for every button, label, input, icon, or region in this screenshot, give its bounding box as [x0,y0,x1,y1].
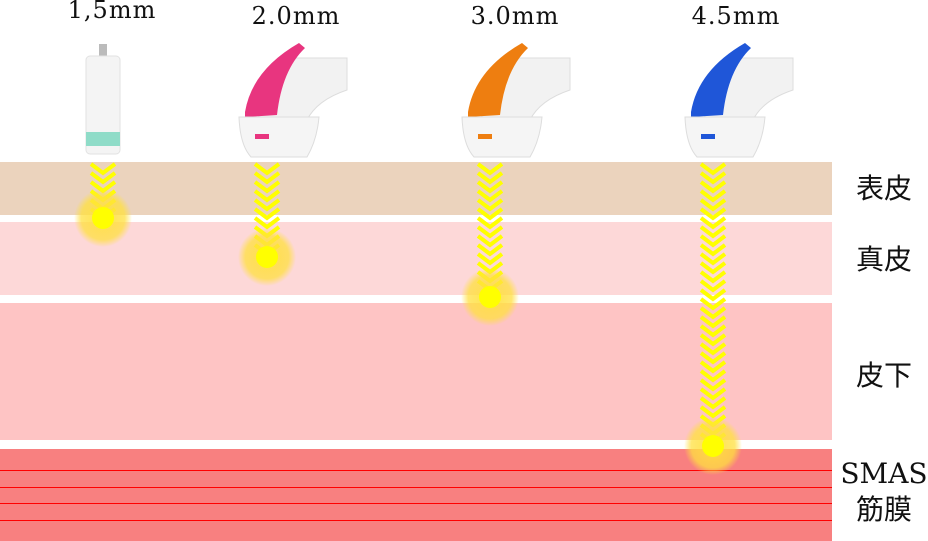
beam-3 [684,162,742,475]
chevron [253,189,281,203]
chevron [476,243,504,257]
chevron [476,189,504,203]
layer-dermis [0,222,832,295]
chevron [476,234,504,248]
transducer-2 [461,43,571,158]
transducer-0 [85,44,121,155]
label-epidermis: 表皮 [855,172,912,205]
chevron [699,207,727,221]
chevron [699,198,727,212]
chevron [699,270,727,284]
beam-2 [461,162,519,326]
chevron [699,387,727,401]
chevron [699,315,727,329]
chevron [699,351,727,365]
chevron [699,405,727,419]
label-smas-line2: 筋膜 [855,493,912,526]
transducer-1 [238,43,348,158]
chevron [699,369,727,383]
chevron [476,207,504,221]
depth-label-3-0: 3.0mm [470,2,560,30]
chevron [89,162,117,176]
chevron [253,216,281,230]
chevron [699,234,727,248]
label-subcutis: 皮下 [855,359,912,392]
focus-point [479,286,501,308]
chevron [476,252,504,266]
chevron [699,396,727,410]
chevron [699,162,727,176]
chevron [699,243,727,257]
label-smas-line1: SMAS [840,457,928,490]
chevron [476,162,504,176]
chevron [253,207,281,221]
chevron [253,180,281,194]
chevron [476,198,504,212]
beam-0 [74,162,132,247]
chevron [476,171,504,185]
chevron [253,198,281,212]
chevron [699,225,727,239]
focus-point [256,246,278,268]
depth-label-2-0: 2.0mm [251,2,341,30]
chevron [699,288,727,302]
chevron [476,180,504,194]
chevron [699,180,727,194]
chevron [699,378,727,392]
chevron [699,252,727,266]
chevron [699,324,727,338]
chevron [699,360,727,374]
chevron [699,306,727,320]
chevron [476,216,504,230]
label-dermis: 真皮 [855,243,912,276]
chevron [476,225,504,239]
transducer-3 [684,43,794,158]
chevron [253,162,281,176]
chevron [699,216,727,230]
chevron [89,171,117,185]
chevron [699,261,727,275]
layer-epidermis [0,162,832,215]
chevron [699,297,727,311]
chevron [699,279,727,293]
depth-label-4-5: 4.5mm [691,2,781,30]
chevron [699,189,727,203]
focus-point [702,435,724,457]
beam-1 [238,162,296,286]
focus-point [92,207,114,229]
chevron [699,342,727,356]
chevron [699,333,727,347]
layer-subcutis [0,303,832,440]
chevron [253,171,281,185]
chevron [699,171,727,185]
depth-label-1-5: 1,5mm [67,0,157,24]
